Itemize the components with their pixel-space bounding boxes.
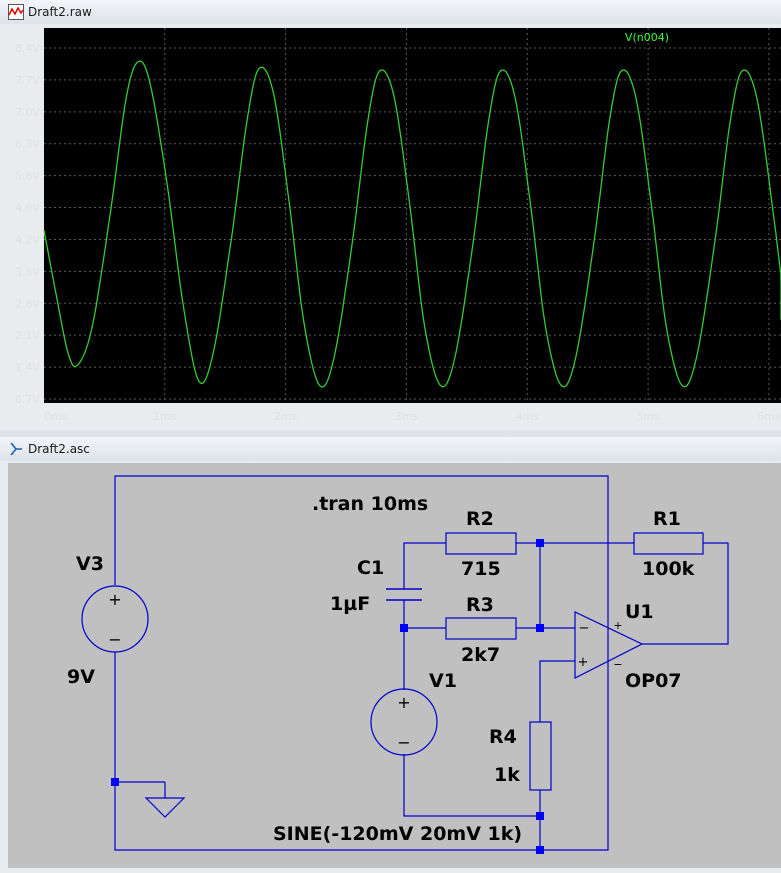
- waveform-icon: [8, 4, 24, 20]
- r2-value: 715: [461, 558, 501, 580]
- plot-background[interactable]: [44, 28, 781, 403]
- r3-value: 2k7: [461, 644, 500, 666]
- x-axis-ticks: 0ms 1ms 2ms 3ms 4ms 5ms 6ms: [44, 410, 781, 423]
- y-tick-label: 1.4V: [15, 361, 40, 374]
- capacitor-c1[interactable]: [386, 588, 422, 601]
- schematic-titlebar[interactable]: Draft2.asc: [0, 437, 781, 462]
- r2-label: R2: [466, 508, 494, 530]
- waveform-window[interactable]: Draft2.raw 0.7V 1.4V 2.1V 2.8V 3.5V 4.2V 4.9V 5…: [0, 0, 781, 430]
- waveform-titlebar[interactable]: Draft2.raw: [0, 0, 781, 25]
- opamp-u1[interactable]: − + + −: [574, 611, 644, 679]
- y-tick-label: 2.1V: [15, 329, 40, 342]
- r3-label: R3: [466, 594, 494, 616]
- y-tick-label: 0.7V: [15, 393, 40, 406]
- schematic-background[interactable]: [8, 463, 781, 868]
- u1-value: OP07: [625, 670, 682, 692]
- v1-label: V1: [429, 670, 457, 692]
- waveform-title: Draft2.raw: [28, 5, 92, 19]
- voltage-source-v3[interactable]: + −: [81, 585, 149, 653]
- u1-label: U1: [625, 601, 654, 623]
- r4-value: 1k: [494, 764, 520, 786]
- x-tick-label: 2ms: [274, 410, 298, 423]
- schematic-window[interactable]: Draft2.asc: [0, 437, 781, 873]
- svg-text:+: +: [108, 590, 121, 609]
- y-tick-label: 7.0V: [15, 106, 40, 119]
- svg-text:+: +: [397, 693, 410, 712]
- x-tick-label: 1ms: [153, 410, 177, 423]
- svg-text:+: +: [613, 619, 622, 632]
- ground-icon[interactable]: [144, 797, 186, 818]
- y-axis-ticks: 0.7V 1.4V 2.1V 2.8V 3.5V 4.2V 4.9V 5.6V 6.3V 7.0V…: [15, 42, 40, 406]
- x-tick-label: 6ms: [757, 410, 781, 423]
- v3-label: V3: [76, 553, 104, 575]
- v3-value: 9V: [67, 666, 95, 688]
- c1-value: 1µF: [330, 593, 370, 615]
- resistor-r1[interactable]: [633, 532, 704, 555]
- y-tick-label: 4.9V: [15, 202, 40, 215]
- y-tick-label: 5.6V: [15, 170, 40, 183]
- c1-label: C1: [357, 557, 384, 579]
- trace-v-n004[interactable]: [43, 60, 781, 388]
- x-tick-label: 4ms: [516, 410, 540, 423]
- schematic-icon: [10, 442, 22, 456]
- y-tick-label: 4.2V: [15, 233, 40, 246]
- x-tick-label: 3ms: [395, 410, 419, 423]
- x-tick-label: 5ms: [636, 410, 660, 423]
- wires[interactable]: [114, 475, 729, 851]
- y-tick-label: 8.4V: [15, 42, 40, 55]
- voltage-source-v1[interactable]: + −: [370, 688, 438, 756]
- waveform-plot[interactable]: 0.7V 1.4V 2.1V 2.8V 3.5V 4.2V 4.9V 5.6V 6.3V 7.0V…: [0, 24, 781, 430]
- r1-label: R1: [653, 508, 681, 530]
- y-tick-label: 3.5V: [15, 265, 40, 278]
- svg-text:−: −: [397, 733, 410, 752]
- y-tick-label: 2.8V: [15, 297, 40, 310]
- v1-value: SINE(-120mV 20mV 1k): [273, 823, 522, 845]
- x-tick-label: 0ms: [44, 410, 68, 423]
- svg-text:−: −: [108, 630, 121, 649]
- schematic-title: Draft2.asc: [28, 442, 90, 456]
- resistor-r3[interactable]: [445, 617, 517, 640]
- r4-label: R4: [489, 726, 517, 748]
- resistor-r2[interactable]: [445, 532, 517, 555]
- y-tick-label: 7.7V: [15, 74, 40, 87]
- schematic-canvas[interactable]: + − V3 9V + − V1 SINE(-120mV 20mV 1k) C1…: [0, 461, 781, 873]
- svg-text:−: −: [613, 658, 622, 671]
- trace-label[interactable]: V(n004): [625, 31, 669, 44]
- svg-text:−: −: [579, 621, 590, 636]
- y-tick-label: 6.3V: [15, 138, 40, 151]
- node-dots: [111, 539, 544, 854]
- svg-text:+: +: [578, 655, 589, 670]
- spice-directive[interactable]: .tran 10ms: [312, 493, 428, 515]
- r1-value: 100k: [642, 558, 695, 580]
- resistor-r4[interactable]: [529, 721, 552, 791]
